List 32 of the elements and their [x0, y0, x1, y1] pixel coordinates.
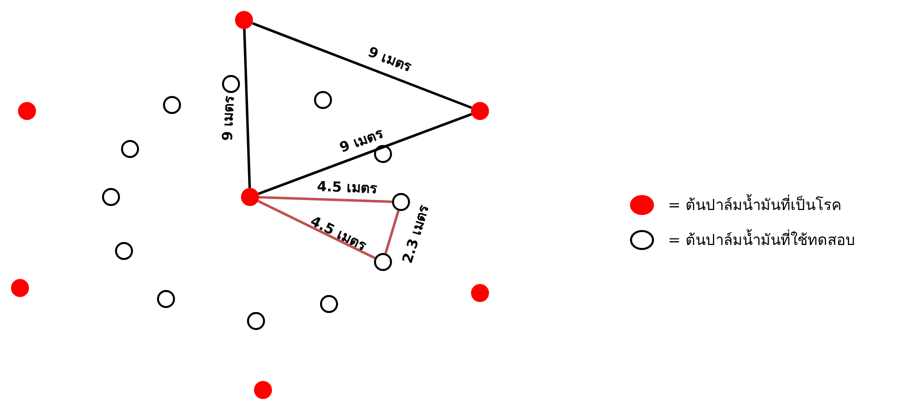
distance-label: 4.5 เมตร — [316, 178, 378, 198]
connector-line — [258, 112, 472, 196]
connector-line — [384, 210, 400, 254]
distance-label: 4.5 เมตร — [307, 214, 369, 254]
distance-label: 9 เมตร — [366, 44, 414, 76]
diseased-palm-dot — [11, 279, 29, 297]
test-palm-circle — [247, 312, 265, 330]
distance-label: 9 เมตร — [338, 126, 386, 156]
connector-line — [252, 22, 472, 109]
test-palm-circle — [374, 253, 392, 271]
diseased-palm-dot — [254, 381, 272, 399]
diseased-palm-dot — [235, 11, 253, 29]
test-palm-circle — [222, 75, 240, 93]
legend-text: = ต้นปาล์มน้ำมันที่ใช้ทดสอบ — [668, 228, 856, 251]
legend-text: = ต้นปาล์มน้ำมันที่เป็นโรค — [668, 193, 842, 216]
test-palm-circle — [314, 91, 332, 109]
test-palm-circle — [392, 193, 410, 211]
test-palm-circle — [115, 242, 133, 260]
test-palm-circle — [157, 290, 175, 308]
diseased-palm-dot — [18, 102, 36, 120]
test-palm-circle — [121, 140, 139, 158]
test-palm-circle — [320, 295, 338, 313]
test-palm-circle — [102, 188, 120, 206]
connector-line — [258, 196, 392, 203]
diseased-palm-dot — [471, 102, 489, 120]
test-palm-circle — [163, 96, 181, 114]
connector-line — [243, 28, 251, 188]
diseased-palm-dot — [471, 284, 489, 302]
connector-line — [258, 200, 376, 260]
diseased-palm-dot — [241, 188, 259, 206]
distance-label: 2.3 เมตร — [399, 202, 432, 266]
distance-label: 9 เมตร — [220, 94, 238, 142]
